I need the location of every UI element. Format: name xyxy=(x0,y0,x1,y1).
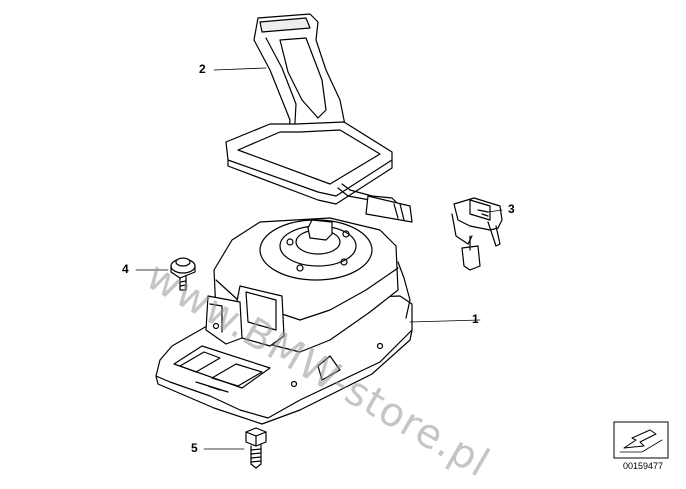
forward-arrow-icon[interactable] xyxy=(613,421,669,459)
screw-drawing xyxy=(170,257,196,291)
shift-knob-drawing xyxy=(225,13,413,223)
callout-3-switch-connector: 3 xyxy=(508,202,515,216)
callout-5-bolt: 5 xyxy=(191,441,198,455)
shifter-housing-drawing xyxy=(155,217,413,425)
diagram-code: 00159477 xyxy=(623,461,664,471)
leader-lines xyxy=(135,67,503,450)
callout-1-shifter-housing: 1 xyxy=(472,312,479,326)
leader-line-3 xyxy=(487,209,503,213)
leader-line-2 xyxy=(213,67,267,71)
callout-2-shift-knob: 2 xyxy=(199,62,206,76)
bolt-drawing xyxy=(245,427,267,469)
switch-connector-drawing xyxy=(451,197,503,271)
callout-4-screw: 4 xyxy=(122,262,129,276)
leader-line-1 xyxy=(409,319,481,323)
